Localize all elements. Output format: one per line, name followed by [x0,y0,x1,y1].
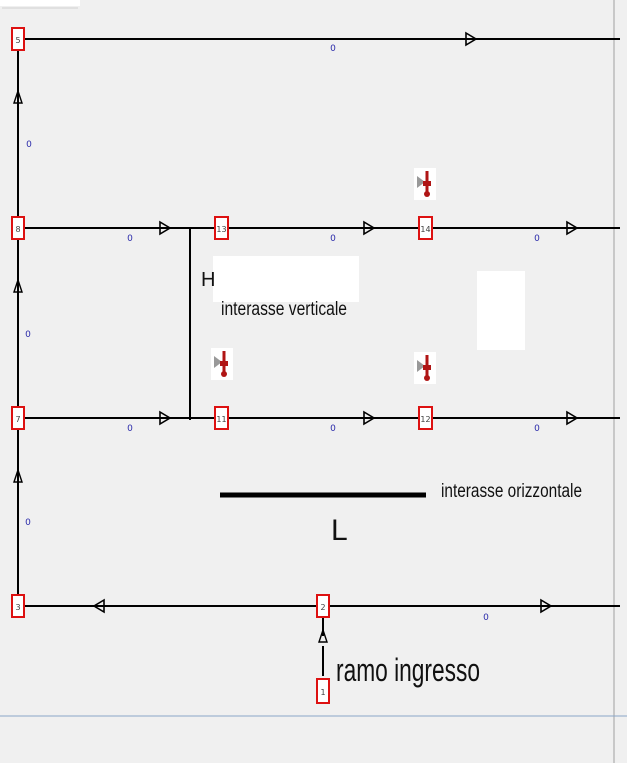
pipes [17,38,620,690]
svg-text:2: 2 [320,603,325,612]
svg-text:1: 1 [320,688,325,697]
blank-patch [477,271,525,350]
flow-label-row7-a: 0 [127,424,133,434]
flow-label-bottom: 0 [483,613,489,623]
sprinkler-icon [412,350,438,386]
flow-label-row7-b: 0 [330,424,336,434]
node-8: 8 [11,216,25,240]
sprinkler-icon [412,166,438,202]
flow-label-left-upper: 0 [26,140,32,150]
svg-text:8: 8 [15,225,20,234]
node-2: 2 [316,594,330,618]
svg-text:7: 7 [15,415,20,424]
svg-text:14: 14 [420,225,430,234]
inlet-branch-label: ramo ingresso [336,652,480,688]
flow-label-row8-c: 0 [534,234,540,244]
node-13: 13 [214,216,229,240]
toolbar-strip [0,0,80,6]
vertical-spacing-label: interasse verticale [221,299,347,320]
node-14: 14 [418,216,433,240]
svg-text:11: 11 [216,415,226,424]
node-7: 7 [11,406,25,430]
node-5: 5 [11,27,25,51]
label-patch [213,256,359,302]
node-3: 3 [11,594,25,618]
svg-text:5: 5 [15,36,20,45]
flow-label-row7-c: 0 [534,424,540,434]
dimension-h-letter: H [201,269,215,291]
node-1: 1 [316,678,330,704]
flow-labels: 0 0 0 0 0 0 0 0 0 0 0 [25,44,540,623]
flow-label-left-middle: 0 [25,330,31,340]
annotations: H interasse verticale interasse orizzont… [201,269,582,688]
node-12: 12 [418,406,433,430]
nodes: 5 8 13 14 7 11 12 3 [11,27,433,704]
sprinkler-icon [209,346,235,382]
dimension-l-letter: L [331,514,348,547]
node-11: 11 [214,406,229,430]
flow-label-row8-b: 0 [330,234,336,244]
svg-text:3: 3 [15,603,20,612]
flow-label-row8-a: 0 [127,234,133,244]
flow-label-left-lower: 0 [25,518,31,528]
horizontal-spacing-label: interasse orizzontale [441,481,582,502]
svg-text:12: 12 [420,415,430,424]
svg-text:13: 13 [216,225,226,234]
flow-label-top: 0 [330,44,336,54]
